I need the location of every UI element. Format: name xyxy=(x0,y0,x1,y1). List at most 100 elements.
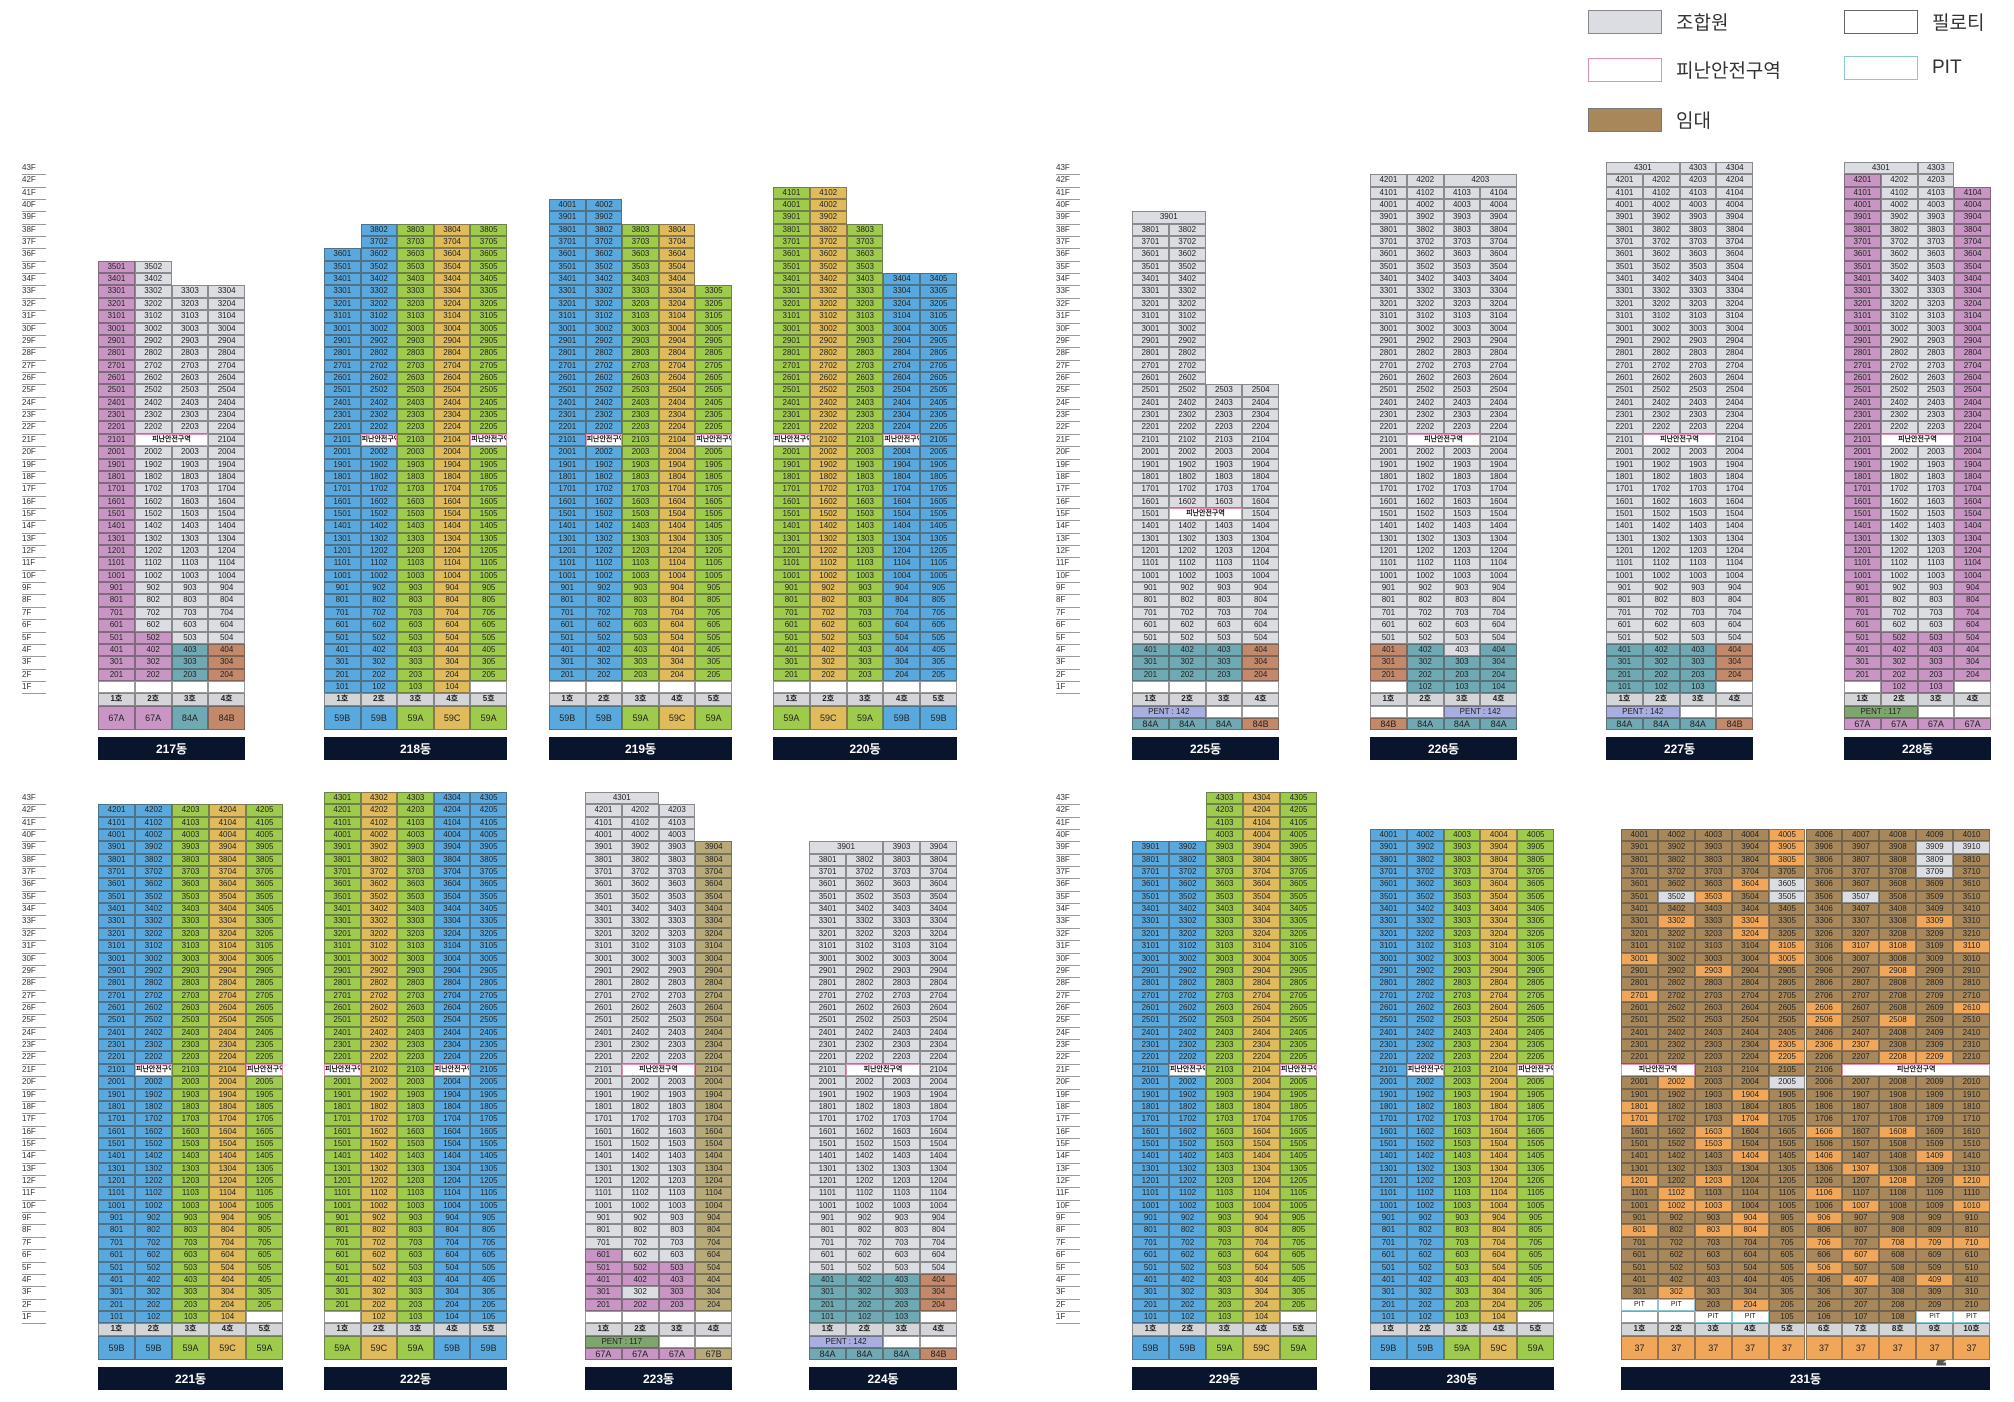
unit-cell[interactable]: 1802 xyxy=(360,470,398,484)
unit-cell[interactable]: 704 xyxy=(1954,606,1991,620)
unit-cell[interactable]: 701 xyxy=(1132,606,1169,620)
unit-cell[interactable]: 2304 xyxy=(433,409,471,422)
unit-cell[interactable]: 3201 xyxy=(809,927,846,941)
unit-cell[interactable]: 601 xyxy=(773,619,810,632)
unit-cell[interactable]: 2005 xyxy=(470,1076,507,1089)
unit-cell[interactable]: 1803 xyxy=(171,470,209,484)
unit-cell[interactable]: 301 xyxy=(1621,1286,1658,1299)
unit-cell[interactable]: 2807 xyxy=(1842,977,1880,990)
unit-cell[interactable]: 2901 xyxy=(1370,964,1407,978)
unit-cell[interactable]: 702 xyxy=(360,1236,398,1250)
unit-cell[interactable]: 2904 xyxy=(433,334,471,348)
unit-cell[interactable]: 3605 xyxy=(1768,878,1806,891)
unit-cell[interactable]: 1205 xyxy=(1768,1175,1806,1188)
unit-cell[interactable]: 1904 xyxy=(1480,458,1517,471)
unit-cell[interactable]: 3404 xyxy=(883,273,921,286)
unit-cell[interactable]: 2605 xyxy=(246,1002,283,1015)
unit-cell[interactable]: 3401 xyxy=(1844,273,1881,286)
unit-cell[interactable]: 2502 xyxy=(360,384,398,397)
unit-cell[interactable]: 2005 xyxy=(1768,1076,1806,1089)
unit-cell[interactable]: 1402 xyxy=(360,520,398,533)
unit-cell[interactable]: 2904 xyxy=(695,964,732,978)
unit-cell[interactable]: 2504 xyxy=(1242,384,1279,397)
unit-cell[interactable]: 1303 xyxy=(1443,1162,1481,1176)
unit-cell[interactable]: 4204 xyxy=(1716,174,1753,187)
unit-cell[interactable]: 3402 xyxy=(809,273,847,286)
unit-cell[interactable]: 2001 xyxy=(585,1076,622,1089)
unit-cell[interactable]: 2405 xyxy=(695,396,732,410)
unit-cell[interactable]: 3101 xyxy=(98,940,135,953)
unit-cell[interactable]: 205 xyxy=(1517,1298,1554,1311)
unit-cell[interactable]: 1101 xyxy=(1606,557,1643,570)
unit-cell[interactable]: 3401 xyxy=(1132,903,1169,916)
unit-cell[interactable]: 3602 xyxy=(1642,248,1680,261)
unit-cell[interactable]: 1405 xyxy=(246,1150,283,1163)
unit-cell[interactable]: 201 xyxy=(585,1298,622,1311)
unit-cell[interactable]: 2004 xyxy=(1716,446,1753,459)
unit-cell[interactable]: 1003 xyxy=(171,569,209,583)
unit-cell[interactable]: 1505 xyxy=(470,1137,507,1151)
unit-cell[interactable]: 2905 xyxy=(1768,964,1806,978)
unit-cell[interactable]: 1802 xyxy=(1642,470,1680,484)
unit-cell[interactable]: 2901 xyxy=(585,964,622,978)
unit-cell[interactable]: 3308 xyxy=(1879,915,1917,928)
unit-cell[interactable]: 3603 xyxy=(172,878,209,891)
unit-cell[interactable]: 2903 xyxy=(1443,334,1481,348)
unit-cell[interactable]: 2305 xyxy=(695,409,732,422)
unit-cell[interactable]: 303 xyxy=(1917,656,1955,669)
unit-cell[interactable]: 303 xyxy=(1206,1286,1243,1299)
unit-cell[interactable]: 1104 xyxy=(1731,1187,1769,1200)
unit-cell[interactable]: 303 xyxy=(1205,656,1243,669)
unit-cell[interactable]: 1705 xyxy=(695,483,732,496)
unit-cell[interactable]: 1702 xyxy=(1880,483,1918,496)
unit-cell[interactable]: 3204 xyxy=(433,927,471,941)
unit-cell[interactable]: 103 xyxy=(1443,1311,1481,1324)
unit-cell[interactable]: 2803 xyxy=(658,977,696,990)
unit-cell[interactable]: 4202 xyxy=(621,804,659,817)
unit-cell[interactable]: 3605 xyxy=(470,878,507,891)
unit-cell[interactable]: 3804 xyxy=(433,223,471,237)
unit-cell[interactable]: 1602 xyxy=(360,1125,398,1138)
unit-cell[interactable]: 3901 xyxy=(1132,211,1206,224)
unit-cell[interactable]: 2002 xyxy=(1406,446,1444,459)
unit-cell[interactable]: 1904 xyxy=(1954,458,1991,471)
unit-cell[interactable]: 1003 xyxy=(1694,1199,1732,1213)
unit-cell[interactable]: 1004 xyxy=(1480,569,1517,583)
unit-cell[interactable]: 3304 xyxy=(1480,285,1517,298)
unit-cell[interactable]: 804 xyxy=(658,594,696,607)
unit-cell[interactable]: 2901 xyxy=(324,334,361,348)
unit-cell[interactable]: 1701 xyxy=(1370,1113,1407,1126)
unit-cell[interactable]: 2806 xyxy=(1805,977,1843,990)
unit-cell[interactable]: 2801 xyxy=(1621,977,1658,990)
unit-cell[interactable]: 1001 xyxy=(1370,569,1407,583)
unit-cell[interactable]: 3402 xyxy=(360,273,398,286)
unit-cell[interactable]: 1205 xyxy=(246,1175,283,1188)
unit-cell[interactable]: 3803 xyxy=(172,853,209,867)
unit-cell[interactable]: 3203 xyxy=(1443,297,1481,311)
unit-cell[interactable]: 603 xyxy=(883,1249,920,1262)
unit-cell[interactable]: 1202 xyxy=(134,545,172,558)
unit-cell[interactable]: 4003 xyxy=(397,828,434,842)
unit-cell[interactable]: 1103 xyxy=(1206,1187,1243,1200)
unit-cell[interactable]: 103 xyxy=(1679,681,1717,694)
unit-cell[interactable]: 3105 xyxy=(470,940,507,953)
unit-cell[interactable]: 2502 xyxy=(1880,384,1918,397)
unit-cell[interactable]: 2703 xyxy=(172,989,209,1002)
unit-cell[interactable]: 3301 xyxy=(324,285,361,298)
unit-cell[interactable]: 1003 xyxy=(397,1199,434,1213)
unit-cell[interactable]: 2304 xyxy=(695,1039,732,1052)
unit-cell[interactable]: 1904 xyxy=(695,1088,732,1101)
unit-cell[interactable]: 1301 xyxy=(1132,1162,1169,1176)
unit-cell[interactable]: 1702 xyxy=(846,1113,883,1126)
unit-cell[interactable]: 3101 xyxy=(585,940,622,953)
unit-cell[interactable]: 2503 xyxy=(1694,1014,1732,1027)
unit-cell[interactable]: 3804 xyxy=(433,853,471,867)
unit-cell[interactable]: 3301 xyxy=(1132,915,1169,928)
unit-cell[interactable]: 1601 xyxy=(1844,495,1881,508)
unit-cell[interactable]: 2005 xyxy=(470,446,507,459)
unit-cell[interactable]: 3504 xyxy=(433,890,471,904)
unit-cell[interactable]: 2704 xyxy=(658,359,696,372)
unit-cell[interactable]: 3002 xyxy=(809,322,847,335)
unit-cell[interactable]: 503 xyxy=(1443,631,1481,644)
unit-cell[interactable]: 3004 xyxy=(1480,952,1518,965)
